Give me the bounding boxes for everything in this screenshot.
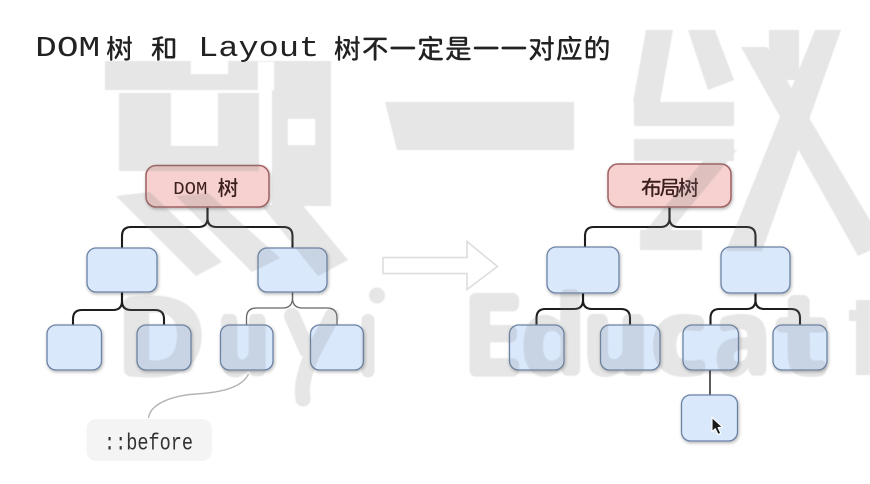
svg-text:::before: ::before	[104, 431, 193, 457]
svg-text:Layout: Layout	[198, 32, 319, 65]
svg-text:DOM: DOM	[35, 32, 100, 65]
